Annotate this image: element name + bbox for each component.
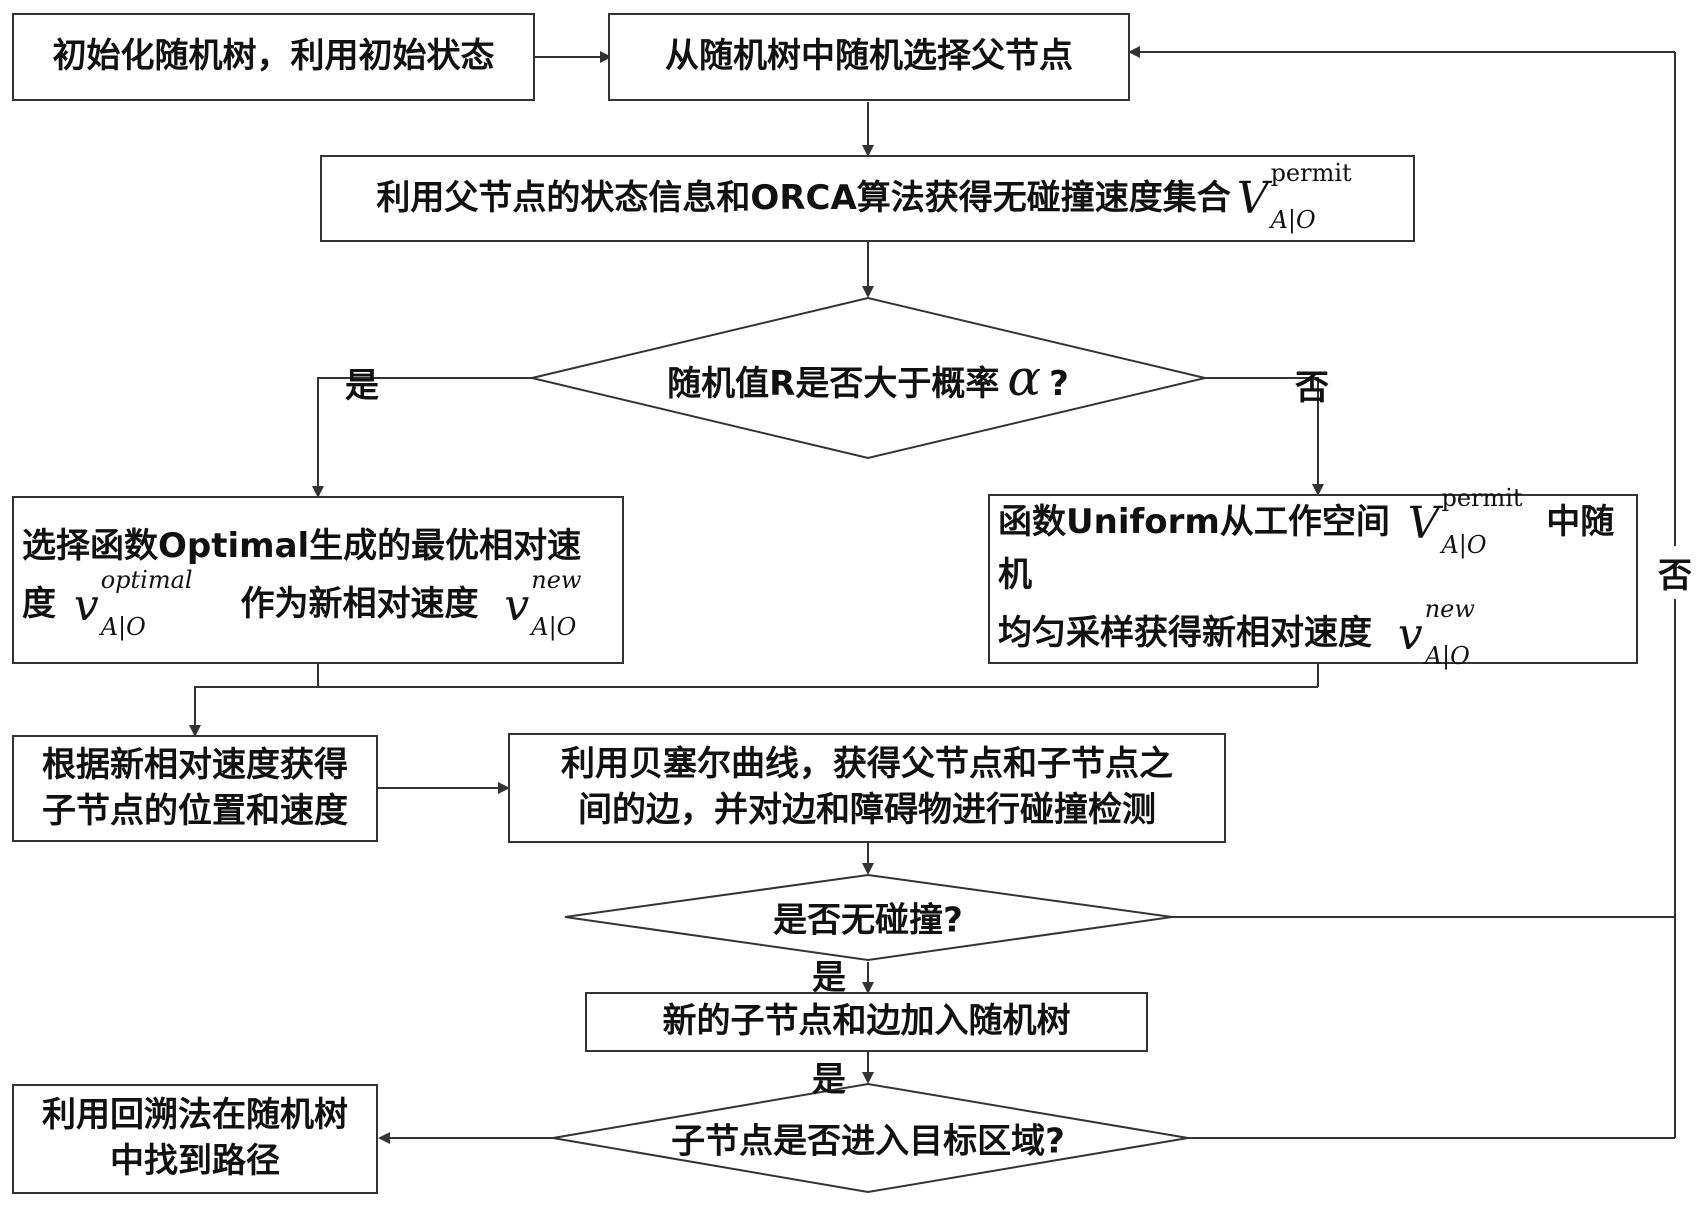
edge-decision-yes xyxy=(312,377,532,498)
child-state-line-2: 子节点的位置和速度 xyxy=(42,790,348,831)
edge-decision-no xyxy=(1205,377,1324,496)
init-text: 初始化随机树，利用初始状态 xyxy=(52,36,495,77)
uniform-box: 函数Uniform从工作空间 V permit A|O 中随机 均匀采样获得新相… xyxy=(988,483,1638,670)
v-optimal-symbol: v optimal A|O xyxy=(73,566,193,642)
optimal-line-2: 度 v optimal A|O 作为新相对速度 v new A|O xyxy=(22,566,582,642)
select-parent-box: 从随机树中随机选择父节点 xyxy=(608,13,1130,101)
label-yes-add: 是 xyxy=(812,1060,846,1100)
label-yes-random: 是 xyxy=(345,366,379,406)
select-parent-text: 从随机树中随机选择父节点 xyxy=(665,36,1073,77)
uniform-line-1: 函数Uniform从工作空间 V permit A|O 中随机 xyxy=(998,483,1615,596)
bezier-line-1: 利用贝塞尔曲线，获得父节点和子节点之 xyxy=(561,744,1173,785)
backtrack-line-1: 利用回溯法在随机树 xyxy=(42,1095,348,1136)
v-new-symbol-right: v new A|O xyxy=(1397,594,1475,670)
v-permit-symbol: V permit A|O xyxy=(1236,158,1352,234)
orca-text: 利用父节点的状态信息和ORCA算法获得无碰撞速度集合 xyxy=(376,177,1231,218)
label-no-random: 否 xyxy=(1295,368,1329,408)
optimal-line-1: 选择函数Optimal生成的最优相对速 xyxy=(22,526,582,567)
optimal-box: 选择函数Optimal生成的最优相对速 度 v optimal A|O 作为新相… xyxy=(12,496,624,664)
decision-collision-shape xyxy=(564,873,1173,962)
decision-goal-shape xyxy=(552,1082,1189,1194)
orca-box: 利用父节点的状态信息和ORCA算法获得无碰撞速度集合 V permit A|O xyxy=(320,155,1415,242)
v-new-symbol-left: v new A|O xyxy=(504,566,582,642)
bezier-line-2: 间的边，并对边和障碍物进行碰撞检测 xyxy=(578,790,1156,830)
label-yes-collision: 是 xyxy=(812,958,846,998)
backtrack-line-2: 中找到路径 xyxy=(110,1141,280,1181)
add-node-text: 新的子节点和边加入随机树 xyxy=(662,1001,1071,1042)
uniform-line-2: 均匀采样获得新相对速度 v new A|O xyxy=(998,594,1475,670)
label-no-loop: 否 xyxy=(1656,546,1694,599)
child-state-line-1: 根据新相对速度获得 xyxy=(42,744,348,785)
decision-random-shape xyxy=(531,296,1206,460)
alpha-symbol: α xyxy=(1007,349,1042,407)
bezier-box: 利用贝塞尔曲线，获得父节点和子节点之 间的边，并对边和障碍物进行碰撞检测 xyxy=(508,733,1226,843)
add-node-box: 新的子节点和边加入随机树 xyxy=(585,992,1148,1052)
decision-collision-text: 是否无碰撞? xyxy=(773,900,963,941)
v-permit-symbol-uniform: V permit A|O xyxy=(1407,483,1523,559)
init-box: 初始化随机树，利用初始状态 xyxy=(12,13,535,101)
edge-merge-to-child xyxy=(189,686,1318,737)
decision-goal-text: 子节点是否进入目标区域? xyxy=(671,1121,1065,1162)
backtrack-box: 利用回溯法在随机树 中找到路径 xyxy=(12,1084,378,1194)
child-state-box: 根据新相对速度获得 子节点的位置和速度 xyxy=(12,735,378,842)
